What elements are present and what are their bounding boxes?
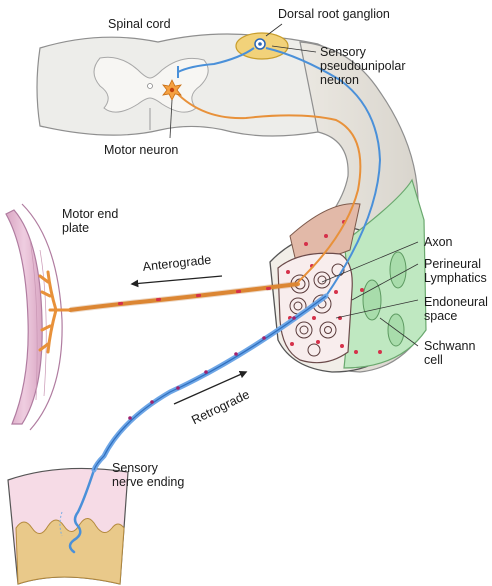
- motor-axon-sheath: [70, 284, 298, 310]
- label-perineural-2: Lymphatics: [424, 271, 487, 285]
- sensory-neuron-cell-icon: [255, 39, 265, 49]
- sensory-axon-peripheral: [94, 296, 326, 470]
- schwann-cell-body: [390, 252, 406, 288]
- nerve-cross-section: [270, 180, 426, 372]
- label-sensory-neuron-2: pseudounipolar: [320, 59, 406, 73]
- label-motor-neuron: Motor neuron: [104, 143, 178, 157]
- label-endoneural-1: Endoneural: [424, 295, 488, 309]
- label-sensory-neuron-3: neuron: [320, 73, 359, 87]
- anterograde-arrow-icon: [132, 276, 222, 284]
- label-schwann-2: cell: [424, 353, 443, 367]
- label-sensory-neuron-1: Sensory: [320, 45, 367, 59]
- label-axon: Axon: [424, 235, 453, 249]
- label-sensory-ending-2: nerve ending: [112, 475, 184, 489]
- label-endoneural-2: space: [424, 309, 457, 323]
- label-dorsal-root-ganglion: Dorsal root ganglion: [278, 7, 390, 21]
- label-sensory-ending-1: Sensory: [112, 461, 159, 475]
- label-motor-end-plate-2: plate: [62, 221, 89, 235]
- label-spinal-cord: Spinal cord: [108, 17, 171, 31]
- label-anterograde: Anterograde: [142, 253, 212, 274]
- central-canal: [148, 84, 153, 89]
- label-schwann-1: Schwann: [424, 339, 475, 353]
- label-perineural-1: Perineural: [424, 257, 481, 271]
- label-motor-end-plate-1: Motor end: [62, 207, 118, 221]
